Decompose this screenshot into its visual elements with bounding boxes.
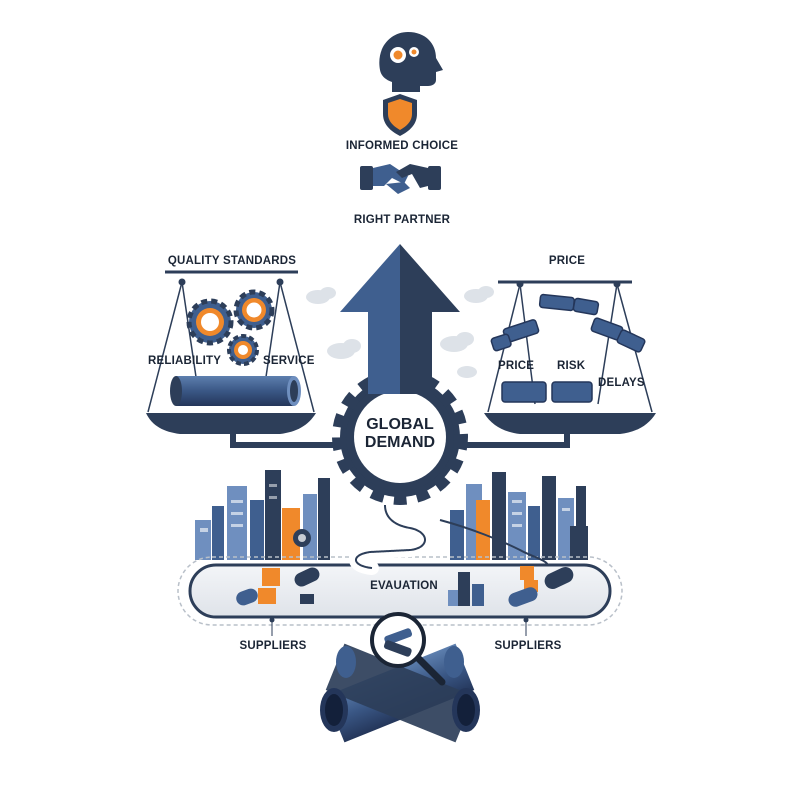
belt-items — [236, 566, 574, 607]
magnifier-icon — [370, 612, 446, 686]
right-partner-label: RIGHT PARTNER — [353, 214, 451, 226]
price-title-label: PRICE — [548, 255, 586, 267]
pipe-icon — [170, 376, 301, 406]
shield-icon — [383, 94, 417, 136]
service-label: SERVICE — [263, 355, 315, 367]
cityscape-right — [450, 472, 588, 560]
delays-label: DELAYS — [598, 377, 645, 389]
reliability-label: RELIABILITY — [148, 355, 222, 367]
quality-gears — [186, 289, 275, 366]
gear-icon — [332, 369, 468, 505]
informed-choice-label: INFORMED CHOICE — [345, 140, 459, 152]
handshake-icon — [360, 164, 441, 194]
price-label: PRICE — [498, 360, 535, 372]
quality-standards-label: QUALITY STANDARDS — [167, 255, 297, 267]
suppliers-left-label: SUPPLIERS — [239, 640, 307, 652]
head-gears-icon — [379, 32, 443, 92]
growth-arrow — [340, 244, 460, 394]
pipe-segments — [490, 293, 646, 403]
global-label: GLOBAL — [366, 416, 434, 433]
evaluation-label: EVAUATION — [370, 580, 438, 592]
global-demand-label: GLOBAL DEMAND — [365, 416, 435, 452]
cloud-icon — [306, 286, 494, 378]
cityscape-left — [195, 470, 330, 560]
risk-label: RISK — [557, 360, 586, 372]
suppliers-right-label: SUPPLIERS — [494, 640, 562, 652]
pipe-junction-icon — [320, 643, 480, 743]
demand-label: DEMAND — [364, 434, 436, 451]
